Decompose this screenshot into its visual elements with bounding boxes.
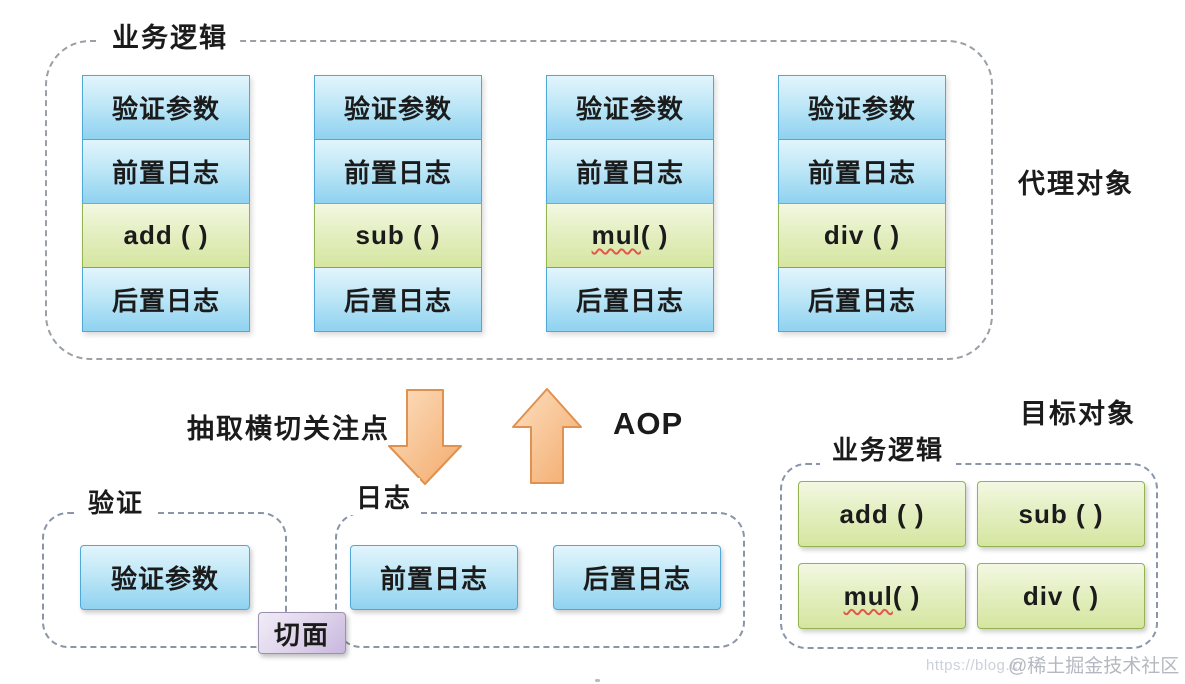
proxy-cell: 前置日志	[82, 139, 250, 204]
proxy-cell: 前置日志	[314, 139, 482, 204]
watermark: https://blog.c @稀土掘金技术社区	[926, 651, 1185, 677]
proxy-cell-method: div ( )	[778, 203, 946, 268]
proxy-column-add: 验证参数 前置日志 add ( ) 后置日志	[82, 75, 250, 332]
proxy-cell-method: sub ( )	[314, 203, 482, 268]
validation-box-label: 验证	[76, 483, 157, 520]
up-arrow-icon	[512, 388, 582, 484]
target-box-label: 业务逻辑	[820, 430, 957, 467]
proxy-cell: 验证参数	[314, 75, 482, 140]
proxy-cell-method: mul ( )	[546, 203, 714, 268]
target-method-add: add ( )	[798, 481, 966, 547]
proxy-cell: 前置日志	[778, 139, 946, 204]
proxy-column-sub: 验证参数 前置日志 sub ( ) 后置日志	[314, 75, 482, 332]
pre-log-box: 前置日志	[350, 545, 518, 610]
target-business-logic-box	[780, 463, 1158, 649]
proxy-cell: 后置日志	[546, 267, 714, 332]
misspelled-word: mul	[843, 580, 893, 611]
misspelled-word: mul	[591, 220, 641, 250]
proxy-cell: 后置日志	[314, 267, 482, 332]
extract-crosscut-label: 抽取横切关注点	[187, 414, 390, 444]
proxy-cell-method: add ( )	[82, 203, 250, 268]
logging-aspect-box	[335, 512, 745, 648]
proxy-cell: 验证参数	[546, 75, 714, 140]
proxy-box-label: 业务逻辑	[100, 16, 240, 55]
aop-label: AOP	[613, 406, 684, 441]
proxy-column-mul: 验证参数 前置日志 mul ( ) 后置日志	[546, 75, 714, 332]
method-args: ( )	[640, 220, 669, 250]
proxy-cell: 后置日志	[778, 267, 946, 332]
target-object-label: 目标对象	[1020, 399, 1136, 429]
proxy-cell: 验证参数	[778, 75, 946, 140]
aspect-badge: 切面	[258, 612, 346, 654]
validation-param-box: 验证参数	[80, 545, 250, 610]
watermark-community: @稀土掘金技术社区	[1008, 656, 1180, 677]
down-arrow-icon	[388, 389, 462, 485]
proxy-cell: 验证参数	[82, 75, 250, 140]
method-args: ( )	[892, 580, 921, 611]
proxy-object-label: 代理对象	[1018, 169, 1134, 199]
proxy-cell: 前置日志	[546, 139, 714, 204]
target-method-mul: mul ( )	[798, 563, 966, 629]
target-method-sub: sub ( )	[977, 481, 1145, 547]
stray-mark	[595, 679, 600, 682]
post-log-box: 后置日志	[553, 545, 721, 610]
proxy-business-logic-box	[45, 40, 993, 360]
validation-aspect-box	[42, 512, 287, 648]
proxy-column-div: 验证参数 前置日志 div ( ) 后置日志	[778, 75, 946, 332]
target-method-div: div ( )	[977, 563, 1145, 629]
proxy-cell: 后置日志	[82, 267, 250, 332]
logging-box-label: 日志	[348, 478, 421, 515]
watermark-url: https://blog.c	[926, 657, 1019, 674]
